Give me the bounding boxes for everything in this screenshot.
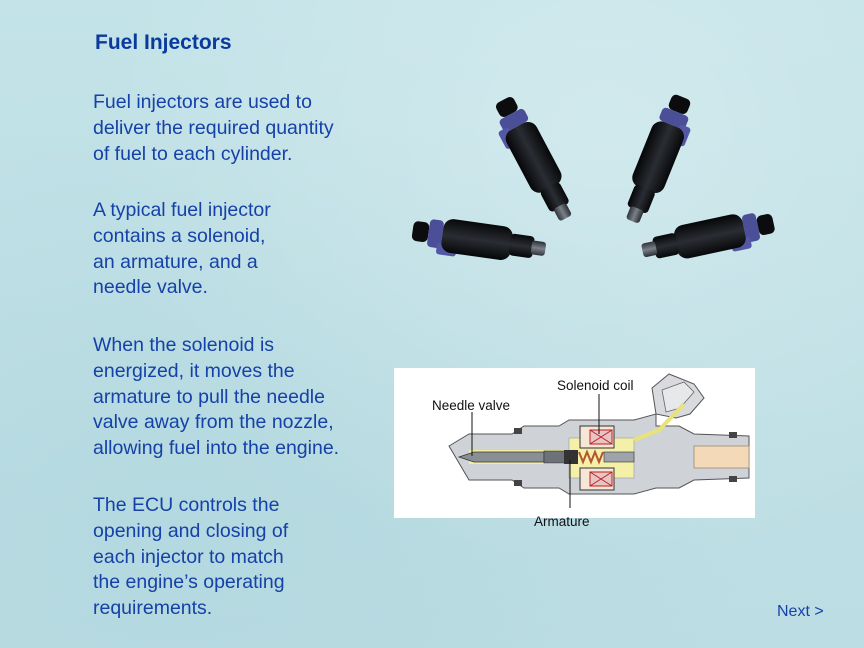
text-line: When the solenoid is <box>93 334 275 356</box>
text-line: requirements. <box>93 597 213 620</box>
text-line: allowing fuel into the engine. <box>93 437 340 460</box>
paragraph-operation: When the solenoid is energized, it moves… <box>93 333 339 462</box>
text-line: deliver the required quantity <box>93 116 334 139</box>
text-line: Fuel injectors are used to <box>93 91 312 113</box>
text-line: opening and closing of <box>93 519 289 542</box>
next-button[interactable]: Next > <box>777 603 824 620</box>
text-line: needle valve. <box>93 276 208 299</box>
text-line: A typical fuel injector <box>93 199 271 221</box>
label-solenoid-coil: Solenoid coil <box>557 378 634 393</box>
paragraph-ecu: The ECU controls the opening and closing… <box>93 493 288 622</box>
text-line: armature to pull the needle <box>93 385 325 408</box>
injector-cutaway-diagram: Needle valve Solenoid coil Armature <box>394 368 755 529</box>
text-line: contains a solenoid, <box>93 224 266 247</box>
text-line: an armature, and a <box>93 250 258 273</box>
text-line: of fuel to each cylinder. <box>93 142 293 165</box>
text-line: the engine’s operating <box>93 571 285 594</box>
fuel-injectors-photo <box>395 85 795 280</box>
text-line: The ECU controls the <box>93 494 280 516</box>
text-line: energized, it moves the <box>93 359 295 382</box>
label-needle-valve: Needle valve <box>432 398 511 413</box>
paragraph-components: A typical fuel injector contains a solen… <box>93 198 271 301</box>
text-line: each injector to match <box>93 545 284 568</box>
label-armature: Armature <box>534 514 590 529</box>
slide-title: Fuel Injectors <box>95 31 232 54</box>
paragraph-purpose: Fuel injectors are used to deliver the r… <box>93 90 334 167</box>
text-line: valve away from the nozzle, <box>93 411 334 434</box>
